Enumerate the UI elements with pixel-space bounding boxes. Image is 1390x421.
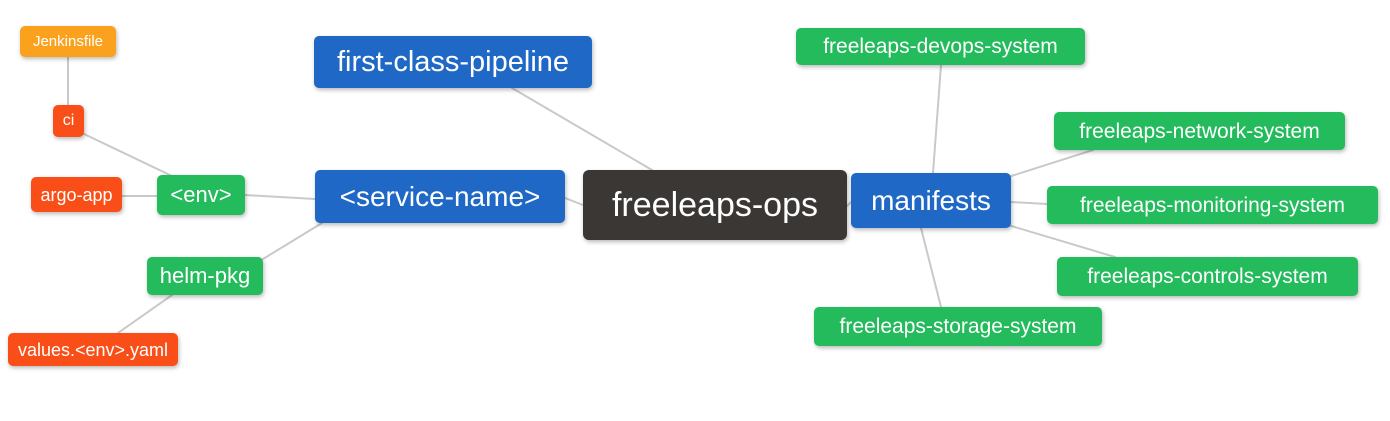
node-argo-app[interactable]: argo-app [31, 177, 122, 212]
node-ci[interactable]: ci [53, 105, 84, 137]
edge-env-service-name [244, 194, 316, 200]
node-devops-system[interactable]: freeleaps-devops-system [796, 28, 1085, 65]
node-env[interactable]: <env> [157, 175, 245, 215]
node-first-class-pipeline[interactable]: first-class-pipeline [314, 36, 592, 88]
node-monitoring-system[interactable]: freeleaps-monitoring-system [1047, 186, 1378, 224]
edge-manifests-network [1004, 149, 1094, 179]
node-controls-system[interactable]: freeleaps-controls-system [1057, 257, 1358, 296]
edge-helm-pkg-service-name [262, 222, 323, 260]
node-root-freeleaps-ops[interactable]: freeleaps-ops [583, 170, 847, 240]
node-manifests[interactable]: manifests [851, 173, 1011, 228]
edge-manifests-controls [1007, 224, 1116, 258]
node-helm-pkg[interactable]: helm-pkg [147, 257, 263, 295]
edge-pipeline-root [511, 87, 653, 171]
edge-manifests-storage [920, 227, 942, 308]
node-storage-system[interactable]: freeleaps-storage-system [814, 307, 1102, 346]
edge-service-name-root [564, 197, 584, 206]
edge-manifests-monitoring [1010, 201, 1048, 205]
edge-root-manifests [846, 201, 852, 207]
node-jenkinsfile[interactable]: Jenkinsfile [20, 26, 116, 57]
node-network-system[interactable]: freeleaps-network-system [1054, 112, 1345, 150]
node-values-env-yaml[interactable]: values.<env>.yaml [8, 333, 178, 366]
edge-ci-env [81, 132, 173, 177]
edge-manifests-devops [932, 64, 942, 174]
node-service-name[interactable]: <service-name> [315, 170, 565, 223]
edge-values-helm-pkg [117, 294, 173, 334]
